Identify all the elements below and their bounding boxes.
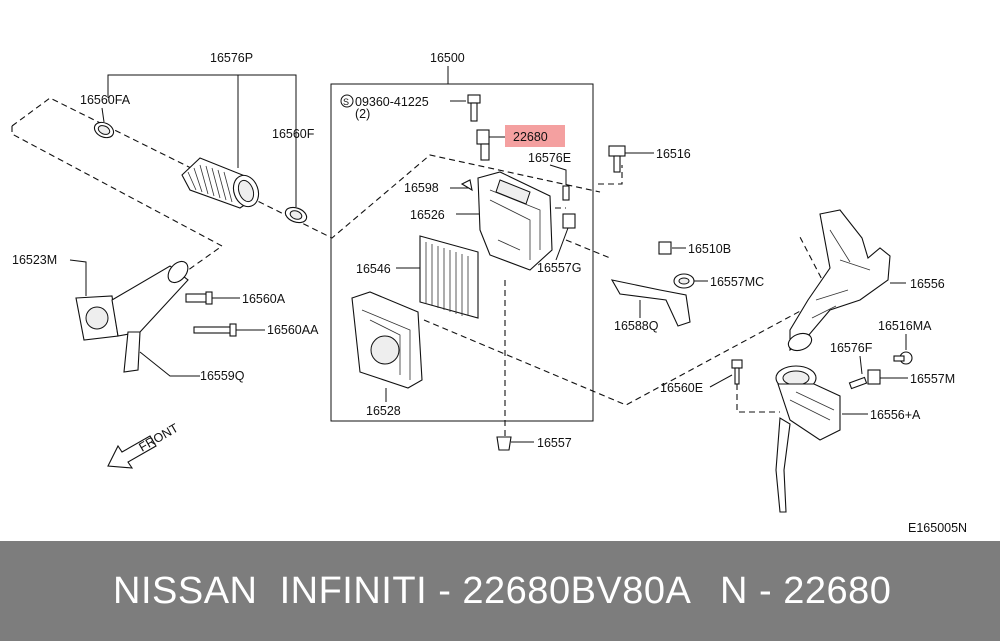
filter-element-16546	[419, 235, 479, 319]
label-16557G: 16557G	[537, 261, 581, 275]
label-09360-qty: (2)	[355, 107, 370, 121]
duct-16556	[787, 209, 891, 352]
grommet-16557M	[867, 369, 881, 385]
diagram-code: E165005N	[908, 521, 967, 535]
label-16510B: 16510B	[688, 242, 731, 256]
hose-16576F	[848, 376, 868, 390]
grommet-16557	[496, 436, 512, 451]
label-16557M: 16557M	[910, 372, 955, 386]
label-16559Q: 16559Q	[200, 369, 245, 383]
label-16557MC: 16557MC	[710, 275, 764, 289]
hose-16576E	[562, 185, 570, 201]
assembly-box-16500	[330, 83, 594, 422]
svg-text:S: S	[343, 97, 349, 107]
label-16528: 16528	[366, 404, 401, 418]
front-arrow	[107, 435, 157, 469]
dashed-outline-left	[11, 97, 601, 239]
adapter-16523M	[75, 260, 189, 373]
label-16560A: 16560A	[242, 292, 286, 306]
front-label: FRONT	[137, 421, 182, 455]
screw-09360	[467, 94, 481, 122]
mount-16557MC	[673, 273, 695, 289]
nut-16510B	[658, 241, 672, 255]
label-16516: 16516	[656, 147, 691, 161]
label-16556: 16556	[910, 277, 945, 291]
bolt-16516	[608, 145, 626, 173]
label-16516MA: 16516MA	[878, 319, 932, 333]
bolt-16560E	[731, 359, 743, 385]
bolt-16560A	[185, 291, 213, 305]
label-16523M: 16523M	[12, 253, 57, 267]
upper-case-16526	[477, 171, 553, 271]
label-16556A: 16556+A	[870, 408, 921, 422]
label-16576P: 16576P	[210, 51, 253, 65]
bolt-16516MA	[893, 351, 913, 365]
highlight-22680	[505, 125, 565, 147]
duct-16556A	[775, 365, 841, 513]
label-16560FA: 16560FA	[80, 93, 131, 107]
label-16576E: 16576E	[528, 151, 571, 165]
bracket-16588Q	[610, 279, 691, 327]
label-16546: 16546	[356, 262, 391, 276]
label-16500: 16500	[430, 51, 465, 65]
footer-short-number: N - 22680	[720, 570, 892, 612]
footer-bar: NISSAN INFINITI - 22680BV80A N - 22680	[0, 541, 1000, 641]
lower-case-16528	[351, 291, 423, 389]
footer-part-number: NISSAN INFINITI - 22680BV80A	[113, 570, 692, 612]
stud-16560AA	[193, 323, 237, 337]
label-16560E: 16560E	[660, 381, 703, 395]
label-16560AA: 16560AA	[267, 323, 319, 337]
parts-diagram: 16500 16576P 16560FA 16560F 16523M 165	[11, 51, 968, 535]
label-16560F: 16560F	[272, 127, 315, 141]
label-16576F: 16576F	[830, 341, 873, 355]
label-22680: 22680	[513, 130, 548, 144]
label-16598: 16598	[404, 181, 439, 195]
duct-16576P	[181, 157, 260, 209]
label-16526: 16526	[410, 208, 445, 222]
grommet-16557G	[562, 213, 576, 229]
label-16588Q: 16588Q	[614, 319, 659, 333]
label-16557: 16557	[537, 436, 572, 450]
sensor-22680[interactable]	[476, 129, 490, 161]
label-09360-41225: 09360-41225	[355, 95, 429, 109]
